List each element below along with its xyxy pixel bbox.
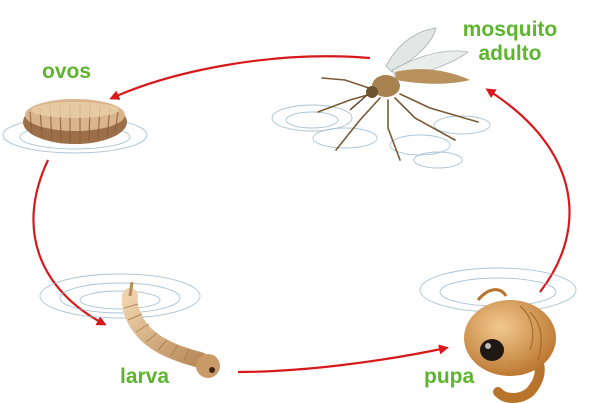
- arrow-mosquito-to-ovos: [109, 55, 371, 100]
- label-larva: larva: [120, 365, 170, 388]
- label-mosquito-adulto: mosquito adulto: [450, 18, 570, 66]
- label-ovos: ovos: [42, 60, 92, 83]
- cycle-arrows: [32, 55, 571, 374]
- arrow-ovos-to-larva: [32, 159, 107, 326]
- arrow-larva-to-pupa: [237, 344, 449, 374]
- label-mosquito-line1: mosquito: [462, 18, 558, 41]
- mosquito-illustration: [317, 27, 479, 161]
- pupa-illustration: [464, 288, 556, 403]
- arrow-pupa-to-mosquito: [485, 88, 571, 293]
- water-ripples: [2, 104, 577, 319]
- larva-illustration: [121, 281, 220, 378]
- label-pupa: pupa: [424, 365, 475, 388]
- label-mosquito-line2: adulto: [478, 42, 542, 65]
- egg-raft-illustration: [23, 99, 127, 144]
